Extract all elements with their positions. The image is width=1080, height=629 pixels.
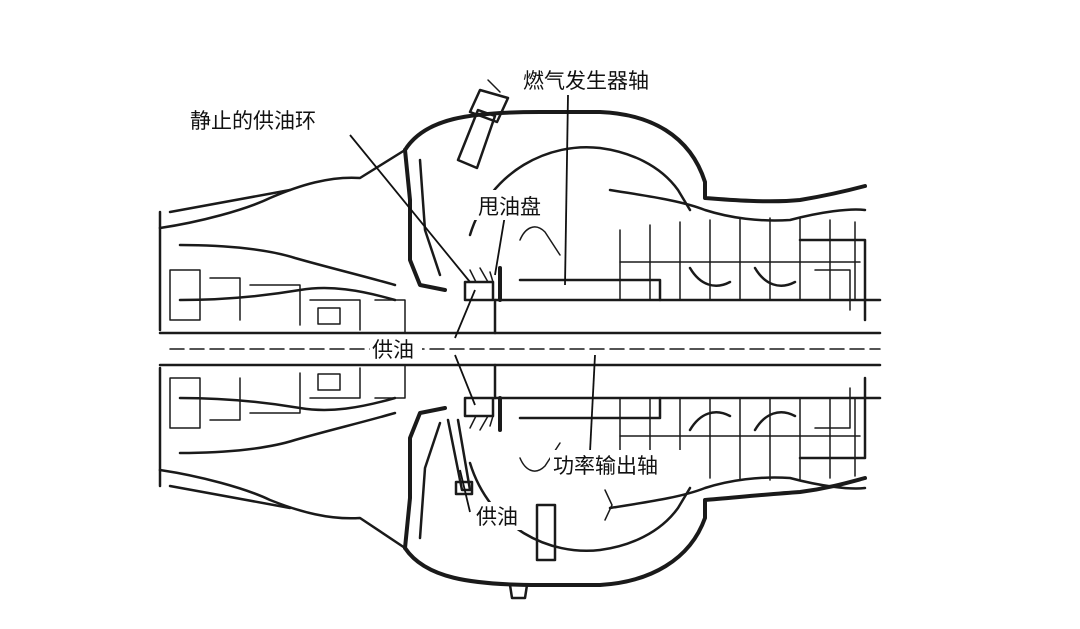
leader-static-oil-ring [349, 134, 471, 283]
exhaust-section [798, 238, 867, 460]
combustion-chamber [468, 145, 867, 553]
bearing-oil-slinger-area [463, 266, 502, 432]
label-oil-slinger-disk: 甩油盘 [478, 195, 541, 219]
label-oil-supply-center: 供油 [372, 338, 414, 362]
turbine-stages-lower [619, 397, 861, 481]
labels: 静止的供油环 燃气发生器轴 甩油盘 供油 功率输出轴 供油 [182, 64, 696, 530]
leader-lines [349, 94, 596, 513]
leader-gas-generator-shaft [564, 94, 569, 286]
leader-oil-supply-bottom [459, 469, 471, 513]
leader-oil-slinger [494, 214, 506, 276]
bottom-mount-flange [508, 583, 529, 600]
oil-supply-pipe-bottom [446, 418, 613, 562]
label-gas-generator-shaft: 燃气发生器轴 [523, 69, 649, 93]
oil-nozzle-top [456, 79, 510, 170]
front-bulkhead [403, 148, 447, 550]
compressor-section [169, 269, 406, 429]
label-static-oil-ring: 静止的供油环 [190, 109, 316, 133]
central-shaft [158, 278, 882, 420]
leader-power-output-shaft [589, 354, 596, 453]
turbine-stages-upper [619, 217, 861, 301]
leader-oil-supply-center [454, 289, 476, 406]
label-power-output-shaft: 功率输出轴 [553, 454, 658, 478]
label-oil-supply-bottom: 供油 [476, 505, 518, 529]
